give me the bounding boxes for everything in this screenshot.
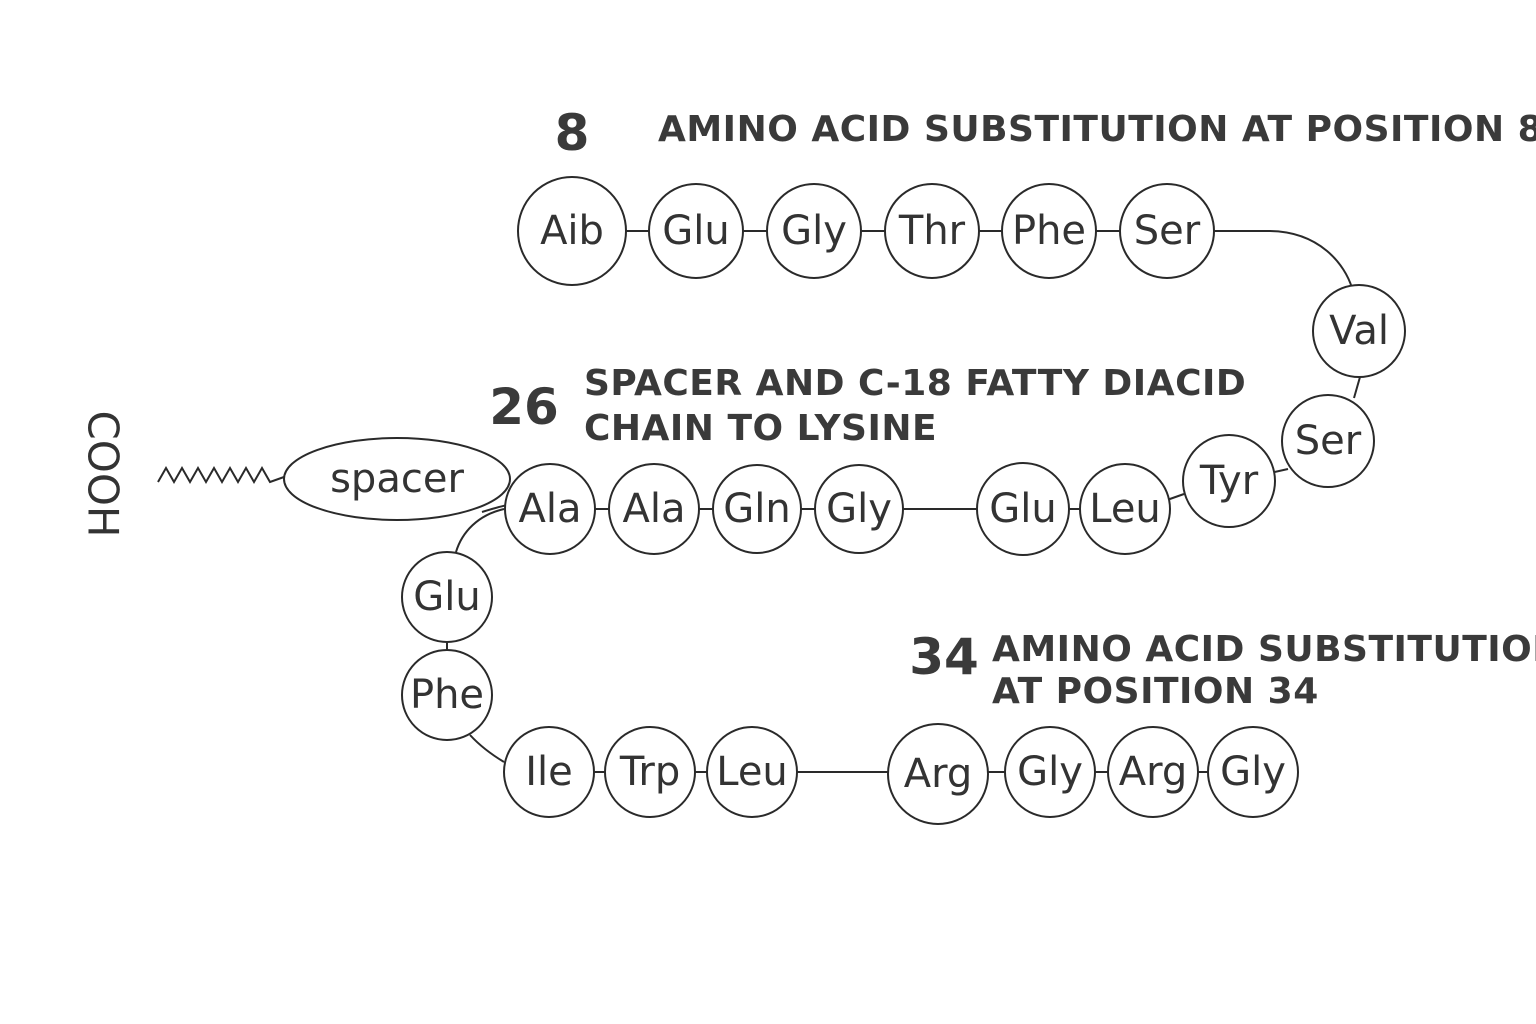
residue-label: Glu [989, 486, 1056, 532]
residue-label: Leu [1089, 486, 1161, 532]
residue-label: Ala [623, 486, 686, 532]
residue: Gly [1004, 726, 1096, 818]
residue: Phe [1001, 183, 1097, 279]
residue-circle [1281, 394, 1375, 488]
residue-circle [608, 463, 700, 555]
annotation-position-8: 8 AMINO ACID SUBSTITUTION AT POSITION 8 [555, 104, 1536, 162]
residue-label: Phe [1012, 208, 1086, 254]
residue: Gly [1207, 726, 1299, 818]
fatty-chain-wave [157, 465, 285, 485]
spacer-label: spacer [330, 456, 464, 502]
residue-circle [648, 183, 744, 279]
residue: Glu [976, 462, 1070, 556]
residue-label: Gly [781, 208, 847, 254]
residue: Arg [887, 723, 989, 825]
residue-label: Ser [1295, 418, 1362, 464]
residue: Leu [1079, 463, 1171, 555]
residue: Ala [504, 463, 596, 555]
residue-label: Trp [619, 749, 680, 795]
annotation-position-34: 34 AMINO ACID SUBSTITUTION AT POSITION 3… [909, 628, 1536, 712]
residue-label: Aib [540, 208, 604, 254]
annotation-position-26: 26 SPACER AND C-18 FATTY DIACID CHAIN TO… [489, 363, 1246, 449]
residue: Phe [401, 649, 493, 741]
residue-label: Glu [662, 208, 729, 254]
residues: Aib Glu Gly Thr Phe Ser Val Ser [401, 176, 1406, 825]
fatty-diacid-chain: spacer COOH [79, 410, 511, 538]
residue: Gly [814, 464, 904, 554]
residue-circle [1004, 726, 1096, 818]
residue-circle [706, 726, 798, 818]
residue-label: Ser [1134, 208, 1201, 254]
annotation-line-2: AT POSITION 34 [992, 671, 1319, 712]
residue-circle [503, 726, 595, 818]
residue-label: Phe [410, 672, 484, 718]
residue: Gln [712, 464, 802, 554]
residue-label: Arg [1119, 749, 1188, 795]
residue-label: Thr [898, 208, 966, 254]
residue-circle [1182, 434, 1276, 528]
residue: Glu [648, 183, 744, 279]
residue-circle [401, 649, 493, 741]
residue-circle [1001, 183, 1097, 279]
residue-circle [1207, 726, 1299, 818]
residue-circle [884, 183, 980, 279]
annotation-line-1: SPACER AND C-18 FATTY DIACID [584, 363, 1246, 404]
cooh-label: COOH [79, 410, 128, 537]
annotation-line-1: AMINO ACID SUBSTITUTION [992, 629, 1536, 670]
residue: Ile [503, 726, 595, 818]
bond [1353, 376, 1361, 399]
residue-label: Arg [904, 751, 973, 797]
residue-circle [1107, 726, 1199, 818]
residue-circle [814, 464, 904, 554]
residue-label: Glu [413, 574, 480, 620]
residue: Thr [884, 183, 980, 279]
annotation-line-2: CHAIN TO LYSINE [584, 408, 937, 449]
residue-label: Ala [519, 486, 582, 532]
position-number-34: 34 [909, 628, 979, 686]
residue-circle [1312, 284, 1406, 378]
residue-circle [887, 723, 989, 825]
residue-circle [1079, 463, 1171, 555]
residue: Ser [1119, 183, 1215, 279]
bond-curve [1214, 230, 1353, 289]
residue-label: Gly [1017, 749, 1083, 795]
residue: Val [1312, 284, 1406, 378]
residue: Glu [401, 551, 493, 643]
residue: Arg [1107, 726, 1199, 818]
residue: Leu [706, 726, 798, 818]
residue-circle [401, 551, 493, 643]
residue-circle [1119, 183, 1215, 279]
residue-circle [712, 464, 802, 554]
residue: Trp [604, 726, 696, 818]
position-number-26: 26 [489, 378, 559, 436]
spacer-ellipse [283, 437, 511, 521]
residue-label: Gly [1220, 749, 1286, 795]
residue-circle [604, 726, 696, 818]
residue: Ala [608, 463, 700, 555]
residue-label: Val [1329, 308, 1389, 354]
residue-circle [517, 176, 627, 286]
position-number-8: 8 [555, 104, 590, 162]
residue: Aib [517, 176, 627, 286]
bond-curve [469, 734, 505, 763]
residue-label: Gln [723, 486, 790, 532]
residue-label: Leu [716, 749, 788, 795]
residue-circle [976, 462, 1070, 556]
residue-label: Gly [826, 486, 892, 532]
residue-label: Ile [525, 749, 573, 795]
annotation-text: AMINO ACID SUBSTITUTION AT POSITION 8 [658, 109, 1536, 150]
residue: Ser [1281, 394, 1375, 488]
residue-label: Tyr [1199, 458, 1259, 504]
residue-circle [766, 183, 862, 279]
residue-circle [504, 463, 596, 555]
bond-curve [455, 508, 505, 553]
residue: Tyr [1182, 434, 1276, 528]
residue: Gly [766, 183, 862, 279]
